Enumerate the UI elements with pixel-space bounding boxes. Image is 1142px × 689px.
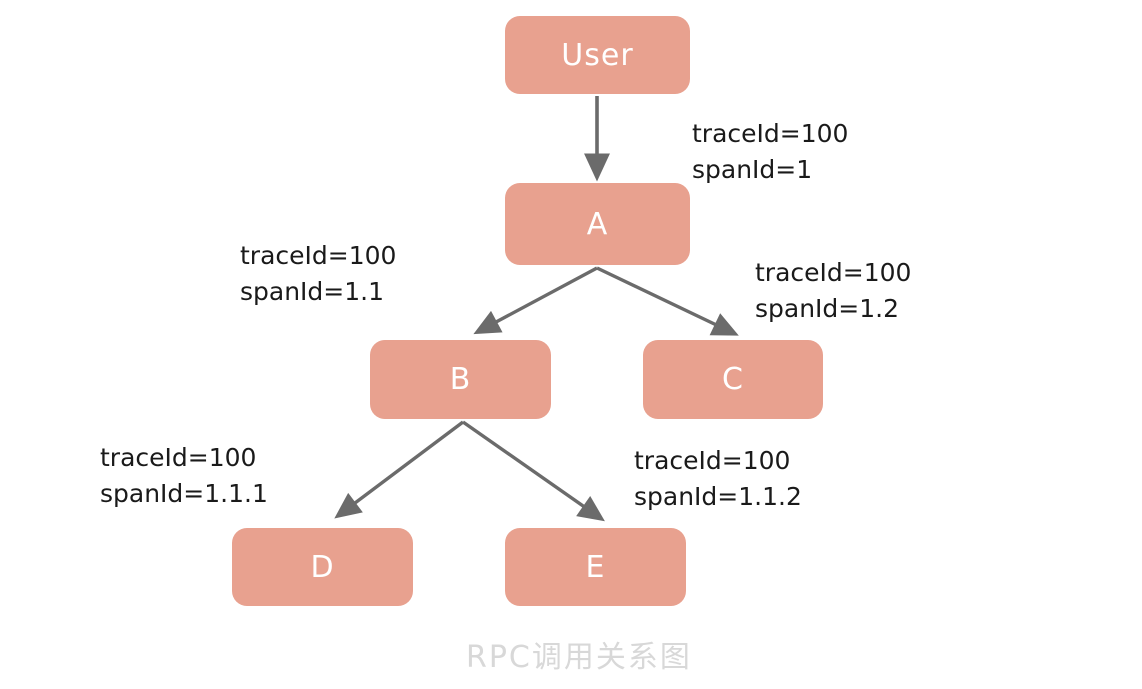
edge-label-b-d-spanid: spanId=1.1.1: [100, 478, 268, 508]
edge-label-a-b-traceid: traceId=100: [240, 241, 397, 270]
node-user[interactable]: User: [505, 16, 690, 94]
node-e-label: E: [585, 549, 606, 585]
edge-label-a-c: traceId=100 spanId=1.2: [755, 255, 911, 326]
diagram-caption: RPC调用关系图: [466, 640, 692, 675]
edge-a-to-c: [596, 266, 739, 336]
edge-label-a-c-traceid: traceId=100: [755, 258, 912, 287]
edge-label-b-e: traceId=100 spanId=1.1.2: [634, 443, 802, 514]
node-c[interactable]: C: [643, 340, 823, 419]
node-d-label: D: [310, 549, 335, 585]
node-b-label: B: [449, 362, 472, 397]
edge-label-b-e-spanid: spanId=1.1.2: [634, 481, 802, 511]
node-a[interactable]: A: [505, 183, 690, 265]
edge-label-a-b: traceId=100 spanId=1.1: [240, 238, 396, 309]
edge-label-user-a-spanid: spanId=1: [692, 154, 813, 184]
node-a-label: A: [586, 206, 609, 242]
edge-a-to-b: [473, 266, 598, 335]
node-b[interactable]: B: [370, 340, 551, 419]
edge-label-a-c-spanid: spanId=1.2: [755, 293, 900, 323]
node-d[interactable]: D: [232, 528, 413, 606]
edge-label-b-d-traceid: traceId=100: [100, 443, 257, 472]
edge-label-user-a: traceId=100 spanId=1: [692, 116, 848, 187]
edge-b-to-d: [334, 420, 465, 519]
node-user-label: User: [561, 37, 634, 73]
edge-label-user-a-traceid: traceId=100: [692, 119, 849, 148]
edge-label-a-b-spanid: spanId=1.1: [240, 276, 385, 306]
node-c-label: C: [722, 362, 744, 397]
edge-b-to-e: [462, 420, 605, 522]
edge-label-b-e-traceid: traceId=100: [634, 446, 791, 475]
node-e[interactable]: E: [505, 528, 686, 606]
edge-label-b-d: traceId=100 spanId=1.1.1: [100, 440, 268, 511]
